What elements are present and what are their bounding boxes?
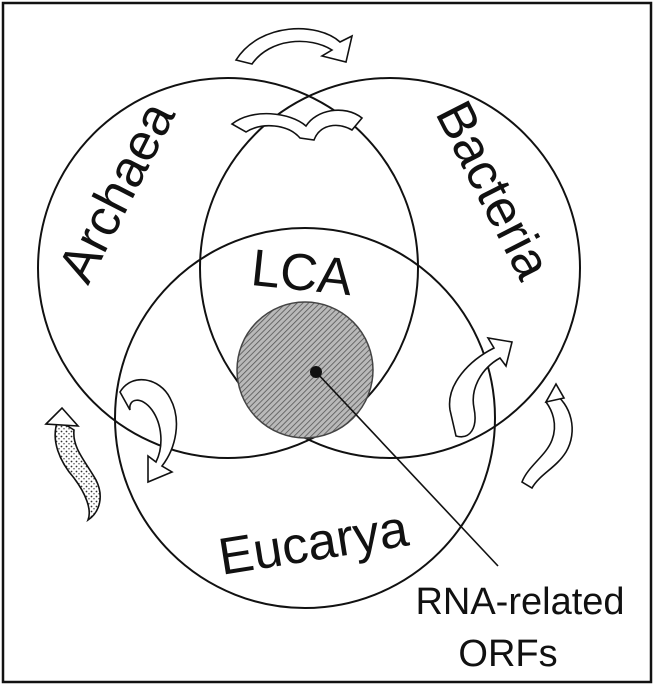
callout-label-line2: ORFs [458, 633, 557, 675]
lca-label: LCA [248, 239, 355, 307]
rna-core-disc [237, 302, 373, 438]
bacteria-label: Bacteria [424, 92, 562, 288]
curved-arrow-icon [236, 29, 352, 64]
callout-label-line1: RNA-related [415, 581, 624, 623]
curved-arrow-icon [232, 110, 362, 140]
eucarya-label: Eucarya [215, 500, 413, 587]
curved-arrow-icon [46, 408, 100, 520]
curved-arrow-icon [522, 384, 572, 488]
archaea-label: Archaea [47, 93, 187, 292]
